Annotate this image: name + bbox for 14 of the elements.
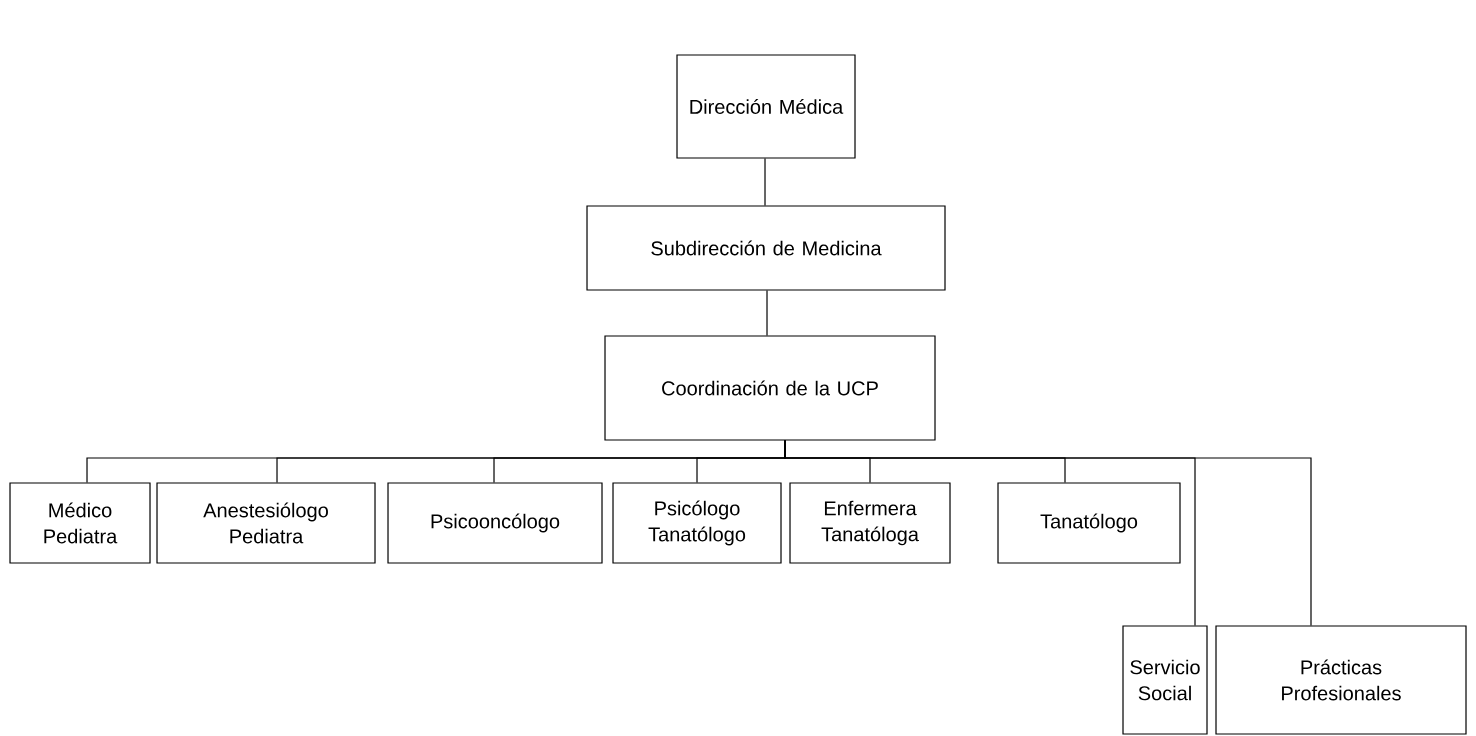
org-box: Tanatólogo	[997, 482, 1181, 564]
org-box: Servicio Social	[1122, 625, 1208, 735]
org-box: Médico Pediatra	[9, 482, 151, 564]
connector-line	[764, 158, 766, 206]
org-box: Anestesiólogo Pediatra	[156, 482, 376, 564]
connector-line	[766, 290, 768, 336]
org-box: Dirección Médica	[676, 54, 856, 159]
connector-line	[784, 440, 1312, 626]
org-box: Enfermera Tanatóloga	[789, 482, 951, 564]
org-box: Prácticas Profesionales	[1215, 625, 1467, 735]
org-box: Subdirección de Medicina	[586, 205, 946, 291]
org-box: Psicooncólogo	[387, 482, 603, 564]
org-box: Psicólogo Tanatólogo	[612, 482, 782, 564]
org-box: Coordinación de la UCP	[604, 335, 936, 441]
